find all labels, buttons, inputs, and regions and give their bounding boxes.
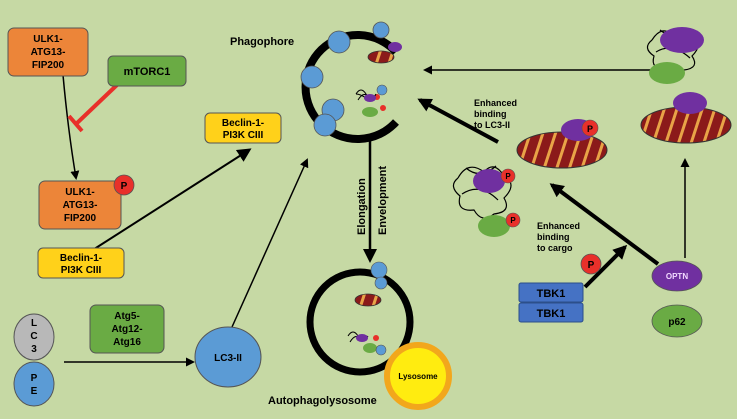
p62-label: p62 xyxy=(668,317,686,328)
atg-line1: Atg5- xyxy=(114,311,140,322)
atg-line2: Atg12- xyxy=(111,324,142,335)
mitochondrion-right xyxy=(640,92,732,144)
autophagolysosome-label: Autophagolysosome xyxy=(268,395,377,407)
phospho-label-cargo2: P xyxy=(510,216,516,225)
ulk1-bottom-line3: FIP200 xyxy=(64,213,97,224)
arrow-tbk1-to-optn xyxy=(583,244,628,289)
lc3ii-label: LC3-II xyxy=(214,353,242,364)
tbk1-top-label: TBK1 xyxy=(537,288,566,300)
phospho-label-cargo1: P xyxy=(505,172,511,181)
arrow-optn-to-mito xyxy=(549,183,660,266)
cargo-tangle-middle: P P xyxy=(452,165,521,237)
lc3-l: L xyxy=(31,318,37,329)
lc3-3: 3 xyxy=(31,344,37,355)
arrow-beclin-to-top xyxy=(87,148,252,254)
mitochondrion-middle: P xyxy=(516,119,608,169)
phospho-label-mito: P xyxy=(587,124,593,134)
lysosome-label: Lysosome xyxy=(398,372,438,381)
tbk1-bottom: TBK1 xyxy=(518,302,584,323)
optn-label: OPTN xyxy=(666,272,688,281)
envelopment-label: Envelopment xyxy=(377,166,389,235)
beclin-complex-top: Beclin-1- PI3K CIII xyxy=(204,112,282,144)
lc3ii-node: LC3-II xyxy=(194,326,262,388)
enhanced-cargo-line2: binding xyxy=(537,232,570,242)
p62-node: p62 xyxy=(651,304,703,338)
phospho-free: P xyxy=(580,253,602,275)
lc3-node: L C 3 xyxy=(13,313,55,361)
inhibition-mtorc1 xyxy=(74,82,120,126)
phagophore xyxy=(300,21,402,143)
arrow-lc3ii-to-phagophore xyxy=(231,158,309,328)
phospho-badge xyxy=(113,174,135,196)
elongation-label: Elongation xyxy=(356,178,368,235)
lc3-c: C xyxy=(30,331,37,342)
inhibition-bar xyxy=(67,114,84,133)
enhanced-cargo-line1: Enhanced xyxy=(537,221,580,231)
atg-line3: Atg16 xyxy=(113,337,141,348)
ulk1-bottom-line2: ATG13- xyxy=(63,200,98,211)
tbk1-bottom-label: TBK1 xyxy=(537,308,566,320)
optn-node: OPTN xyxy=(651,260,703,292)
ulk1-top-line1: ULK1- xyxy=(33,34,62,45)
arrow-to-phagophore-diag xyxy=(417,98,499,144)
tbk1-top: TBK1 xyxy=(518,282,584,303)
mtorc1-box: mTORC1 xyxy=(107,55,187,87)
beclin-left-line1: Beclin-1- xyxy=(60,253,102,264)
beclin-top-line1: Beclin-1- xyxy=(222,118,264,129)
ulk1-bottom-line1: ULK1- xyxy=(65,187,94,198)
ulk1-complex-bottom: ULK1- ATG13- FIP200 P xyxy=(38,174,135,230)
enhanced-lc3-line3: to LC3-II xyxy=(474,120,510,130)
ulk1-complex-top: ULK1- ATG13- FIP200 xyxy=(7,27,89,77)
lysosome: Lysosome xyxy=(384,342,452,410)
phospho-label: P xyxy=(121,181,128,192)
arrow-ulk1-activation xyxy=(62,74,80,180)
enhanced-lc3-line1: Enhanced xyxy=(474,98,517,108)
phospho-label-free: P xyxy=(588,260,595,271)
autophagolysosome xyxy=(306,261,414,376)
beclin-complex-left: Beclin-1- PI3K CIII xyxy=(37,247,125,279)
pe-e: E xyxy=(31,386,38,397)
enhanced-cargo-line3: to cargo xyxy=(537,243,573,253)
phagophore-label: Phagophore xyxy=(230,36,294,48)
ulk1-top-line3: FIP200 xyxy=(32,60,65,71)
mtorc1-label: mTORC1 xyxy=(124,66,171,78)
atg-complex: Atg5- Atg12- Atg16 xyxy=(89,304,165,354)
beclin-top-line2: PI3K CIII xyxy=(223,130,264,141)
ulk1-top-line2: ATG13- xyxy=(31,47,66,58)
pe-node: P E xyxy=(13,361,55,407)
pe-p: P xyxy=(31,373,38,384)
beclin-left-line2: PI3K CIII xyxy=(61,265,102,276)
enhanced-lc3-line2: binding xyxy=(474,109,507,119)
cargo-top-right xyxy=(646,27,704,84)
